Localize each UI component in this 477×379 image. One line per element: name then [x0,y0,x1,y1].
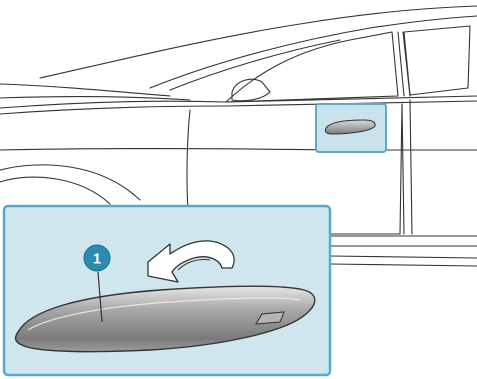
front-window-frame [226,32,398,102]
sill-line-3 [330,256,477,258]
belt-line-2 [0,101,477,114]
rear-window-frame [404,26,470,95]
callout-1: 1 [84,245,110,271]
callout-number: 1 [93,251,101,268]
roof-line-inner [150,16,477,88]
front-wheel-arch-inner [0,177,110,204]
b-pillar [398,32,404,96]
side-mirror [232,79,270,100]
b-pillar-2 [403,32,410,96]
sill-line-4 [330,264,477,266]
hood-crease [0,97,190,100]
roof-line [40,6,477,78]
hood-line [0,84,170,96]
character-line [0,149,477,151]
rear-door-line [402,104,404,234]
windshield-edge [170,40,340,90]
rear-door-line-2 [410,100,412,234]
